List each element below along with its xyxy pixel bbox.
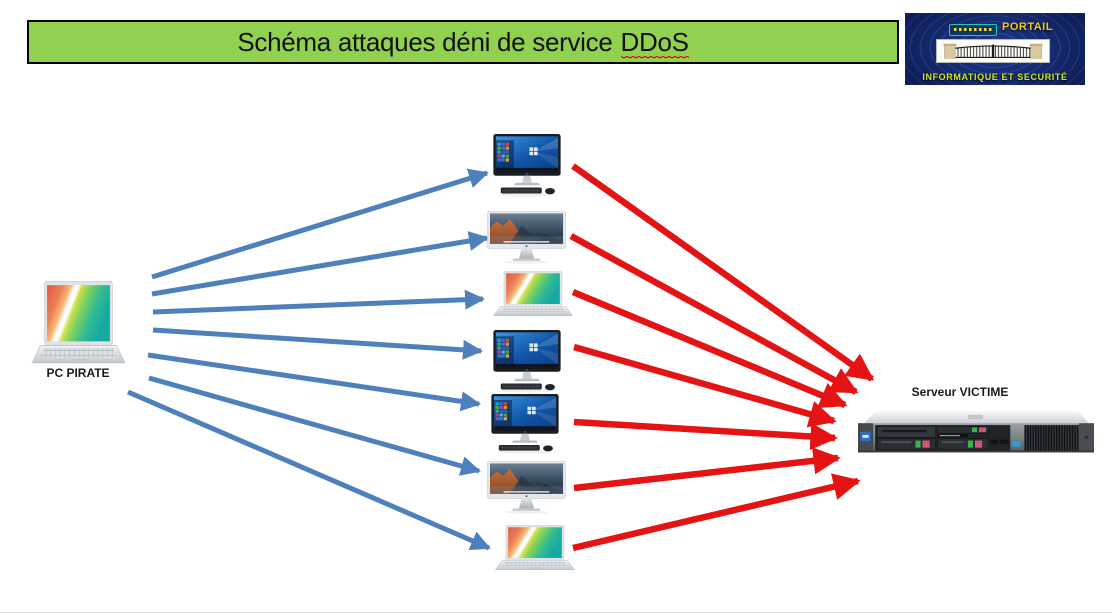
command-arrow-7 — [127, 389, 491, 551]
attack-arrow-6 — [573, 447, 841, 492]
attacker-label: PC PIRATE — [46, 366, 110, 380]
attack-arrow-3 — [571, 288, 848, 409]
zombie-7-laptop — [494, 525, 576, 571]
zombie-3-laptop — [492, 271, 574, 317]
page-title-ddos: DDoS — [620, 26, 689, 60]
zombie-2-imac — [487, 211, 566, 265]
command-arrow-3 — [152, 289, 485, 315]
attack-arrow-5 — [573, 418, 838, 451]
command-arrow-4 — [152, 327, 483, 360]
attack-arrows — [569, 163, 875, 552]
attack-arrow-2 — [569, 233, 859, 395]
victim-label: Serveur VICTIME — [911, 385, 1009, 399]
command-arrows — [127, 168, 491, 551]
attacker-laptop — [31, 281, 126, 364]
zombie-6-imac — [487, 461, 566, 515]
page-title-text: Schéma attaques déni de service — [237, 26, 613, 57]
victim-rack-server — [857, 411, 1095, 453]
command-arrow-5 — [147, 352, 481, 412]
command-arrow-2 — [151, 231, 489, 297]
zombie-4-windows-desktop — [493, 330, 561, 393]
zombie-5-windows-desktop — [491, 394, 559, 454]
attack-arrow-1 — [571, 163, 875, 382]
gate-icon — [936, 39, 1050, 63]
logo-badge — [949, 24, 997, 36]
attack-arrow-4 — [573, 343, 837, 428]
portail-logo: PORTAIL INFORMATIQUE ET SECURITÉ — [905, 13, 1085, 85]
command-arrow-6 — [148, 375, 481, 476]
command-arrow-1 — [151, 168, 489, 280]
attack-arrow-7 — [572, 473, 861, 552]
zombie-1-windows-desktop — [493, 134, 561, 197]
logo-bottom-text: INFORMATIQUE ET SECURITÉ — [922, 72, 1068, 82]
logo-portail-text: PORTAIL — [1002, 21, 1053, 33]
